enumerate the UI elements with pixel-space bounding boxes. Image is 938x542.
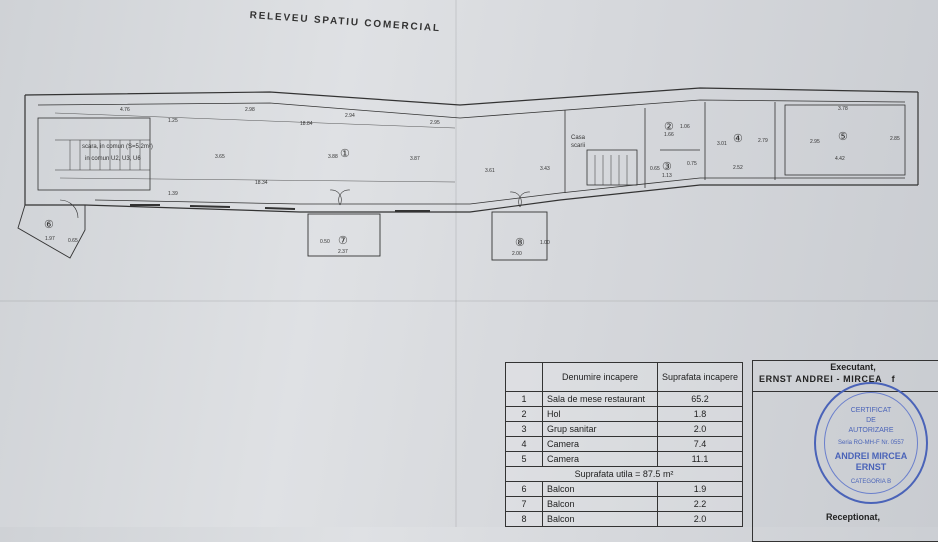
room-label-2: ②: [664, 121, 674, 133]
dim-3-87: 3.87: [410, 156, 420, 162]
dim-1-25: 1.25: [168, 118, 178, 124]
dim-1-06: 1.06: [680, 124, 690, 130]
room-label-5: ⑤: [838, 131, 848, 143]
dim-3-61: 3.61: [485, 168, 495, 174]
dim-2-98: 2.98: [245, 107, 255, 113]
dim-18-84: 18.84: [300, 121, 313, 127]
dim-4-76: 4.76: [120, 107, 130, 113]
balcony-7-outline: [307, 213, 381, 257]
received-label: Receptionat,: [826, 512, 881, 522]
dim-2-94: 2.94: [345, 113, 355, 119]
dim-3-01: 3.01: [717, 141, 727, 147]
dim-0-65b: 0.65: [68, 238, 78, 244]
balcony-6-outline: [17, 204, 86, 259]
dim-0-75: 0.75: [687, 161, 697, 167]
room-label-7: ⑦: [338, 235, 348, 247]
summary-row: Suprafata utila = 87.5 m²: [504, 466, 744, 482]
stair-note-1: scara, in comun (S=5.2m²): [82, 144, 153, 150]
dim-2-37: 2.37: [338, 249, 348, 255]
room-label-8: ⑧: [515, 237, 525, 249]
dim-1-39: 1.39: [168, 191, 178, 197]
table-row: 1 Sala de mese restaurant 65.2: [505, 391, 744, 407]
floor-plan: ① ② ③ ④ ⑤ ⑥ ⑦ ⑧ scara, in comun (S=5.2m²…: [17, 87, 919, 261]
dim-1-13: 1.13: [662, 173, 672, 179]
dim-18-34: 18.34: [255, 180, 268, 186]
dim-2-52: 2.52: [733, 165, 743, 171]
executant-cut-text: f: [891, 374, 896, 384]
executant-title: Executant,: [830, 362, 876, 372]
header-name: Denumire incapere: [542, 362, 658, 392]
dim-2-00: 2.00: [512, 251, 522, 257]
dim-3-88: 3.88: [328, 154, 338, 160]
dim-2-79: 2.79: [758, 138, 768, 144]
dim-1-00: 1.00: [540, 240, 550, 246]
table-row: 7 Balcon 2.2: [505, 496, 744, 512]
outer-wall-top: [24, 87, 919, 106]
stair-note-casa: Casa: [571, 135, 586, 141]
room-label-3: ③: [662, 161, 672, 173]
paper-fold-vertical: [455, 0, 457, 527]
dim-2-95b: 2.95: [810, 139, 820, 145]
authorization-stamp: CERTIFICAT DE AUTORIZARE Seria RO-MH-F N…: [814, 382, 928, 504]
dim-3-43: 3.43: [540, 166, 550, 172]
dim-4-42: 4.42: [835, 156, 845, 162]
stair-note-2: in comun U2, U3, U6: [85, 156, 141, 162]
table-row: 8 Balcon 2.0: [505, 511, 744, 527]
table-row: 6 Balcon 1.9: [505, 481, 744, 497]
outer-wall-left: [24, 95, 85, 206]
outer-wall-bottom: [84, 184, 918, 213]
header-nr: [505, 362, 543, 392]
room-label-6: ⑥: [44, 219, 54, 231]
dim-2-85: 2.85: [890, 136, 900, 142]
balcony-8-outline: [491, 211, 548, 261]
table-row: 2 Hol 1.8: [505, 406, 744, 422]
stair-right-box: [586, 149, 638, 186]
dim-0-65: 0.65: [650, 166, 660, 172]
stair-note-scarii: scarii: [571, 143, 585, 149]
paper-fold-horizontal: [0, 300, 938, 302]
dim-0-50: 0.50: [320, 239, 330, 245]
executant-name: ERNST ANDREI - MIRCEA f: [759, 374, 896, 384]
dim-1-66: 1.66: [664, 132, 674, 138]
inner-wall-top: [37, 99, 906, 119]
dim-3-78: 3.78: [838, 106, 848, 112]
table-row: 4 Camera 7.4: [505, 436, 744, 452]
room-label-1: ①: [340, 148, 350, 160]
header-area: Suprafata incapere: [656, 362, 744, 392]
dim-3-65: 3.65: [215, 154, 225, 160]
dim-2-95: 2.95: [430, 120, 440, 126]
stair-left-box: [37, 117, 151, 191]
table-row: 3 Grup sanitar 2.0: [505, 421, 744, 437]
inner-wall-bottom: [94, 177, 905, 205]
table-row: 5 Camera 11.1: [505, 451, 744, 467]
rooms-table: Denumire incapere Suprafata incapere 1 S…: [504, 362, 744, 527]
room-5-inner: [784, 104, 906, 176]
room-label-4: ④: [733, 133, 743, 145]
dim-1-97: 1.97: [45, 236, 55, 242]
